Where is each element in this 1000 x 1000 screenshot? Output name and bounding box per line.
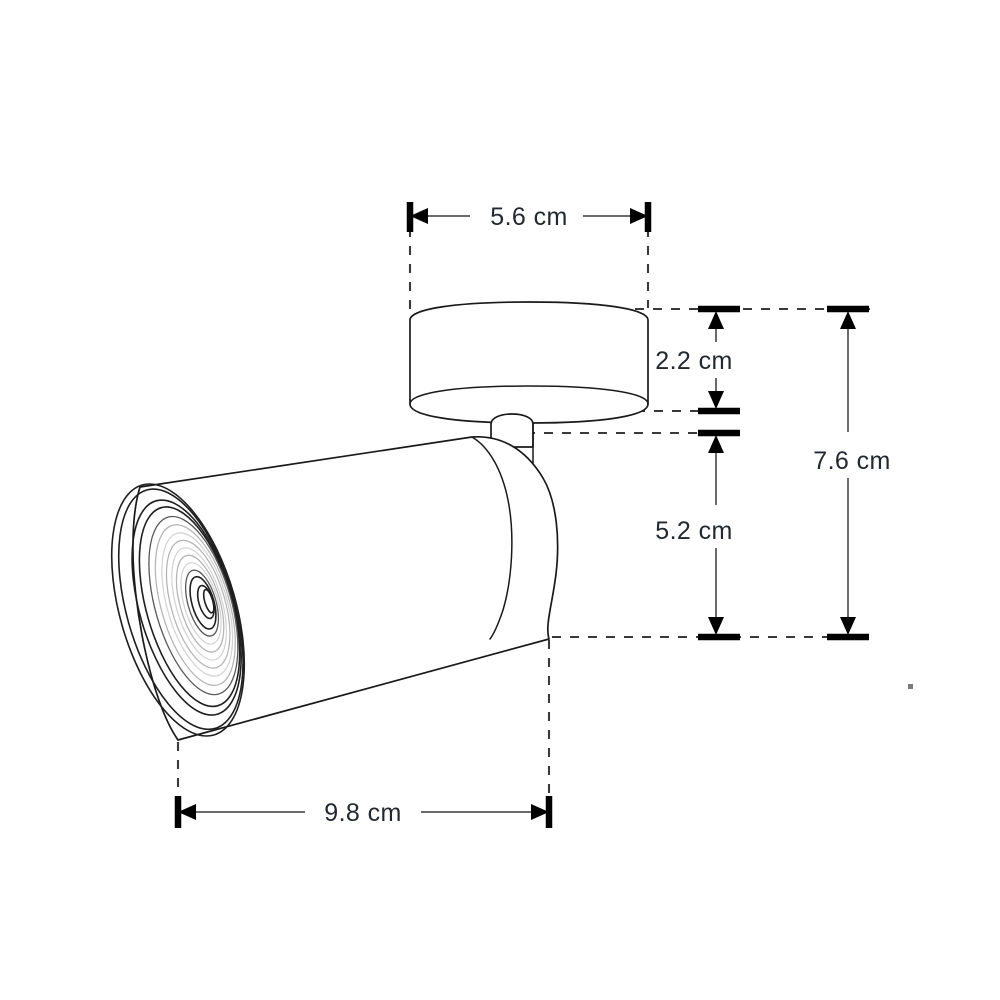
lens-hub-inner [196,584,215,620]
head-height-dimension: 5.2 cm [655,429,740,641]
head-length-dimension: 9.8 cm [174,796,553,828]
arrow-5-6-left [410,208,428,224]
arrow-7-6-top [840,311,856,329]
arrow-2-2-top [708,311,724,329]
total-height-label: 7.6 cm [813,447,890,475]
connector-stem [490,413,534,471]
lens-ring-3 [161,532,234,677]
head-body [132,436,559,741]
base-width-dimension: 5.6 cm [406,202,652,232]
lens-ring-8 [184,569,220,637]
lens-ring-1 [148,515,239,696]
arrow-5-6-right [630,208,648,224]
mounting-base-cylinder [409,301,649,424]
lens-ring-6 [175,554,225,653]
head-length-label: 9.8 cm [324,799,401,827]
lens-hub-outer [189,575,217,630]
base-bottom-seam [409,385,649,405]
arrow-5-2-bottom [708,617,724,635]
lens-bezel-outer [110,483,246,737]
lens-bezel-inner [117,488,244,731]
arrow-9-8-right [531,804,549,820]
artifact-speck [908,684,913,689]
base-body [409,301,649,424]
arrow-2-2-bottom [708,391,724,409]
lamp-head-cylinder [132,436,559,741]
base-height-label: 2.2 cm [655,347,732,375]
arrow-9-8-left [178,804,196,820]
base-width-label: 5.6 cm [490,203,567,231]
arrow-5-2-top [708,435,724,453]
head-back-seam [471,436,513,640]
lens-rim-3 [131,499,243,716]
lens-ring-7 [180,562,222,645]
lens-ring-2 [154,524,236,686]
arrow-7-6-bottom [840,617,856,635]
head-height-label: 5.2 cm [655,517,732,545]
lens-ring-5 [171,547,228,661]
base-height-dimension: 2.2 cm [655,305,740,415]
total-height-dimension: 7.6 cm [813,305,890,641]
lens-ring-4 [165,539,231,669]
lens-hub-core [202,588,215,614]
lens-rim-4 [138,506,241,708]
fresnel-lens-face [110,483,246,737]
